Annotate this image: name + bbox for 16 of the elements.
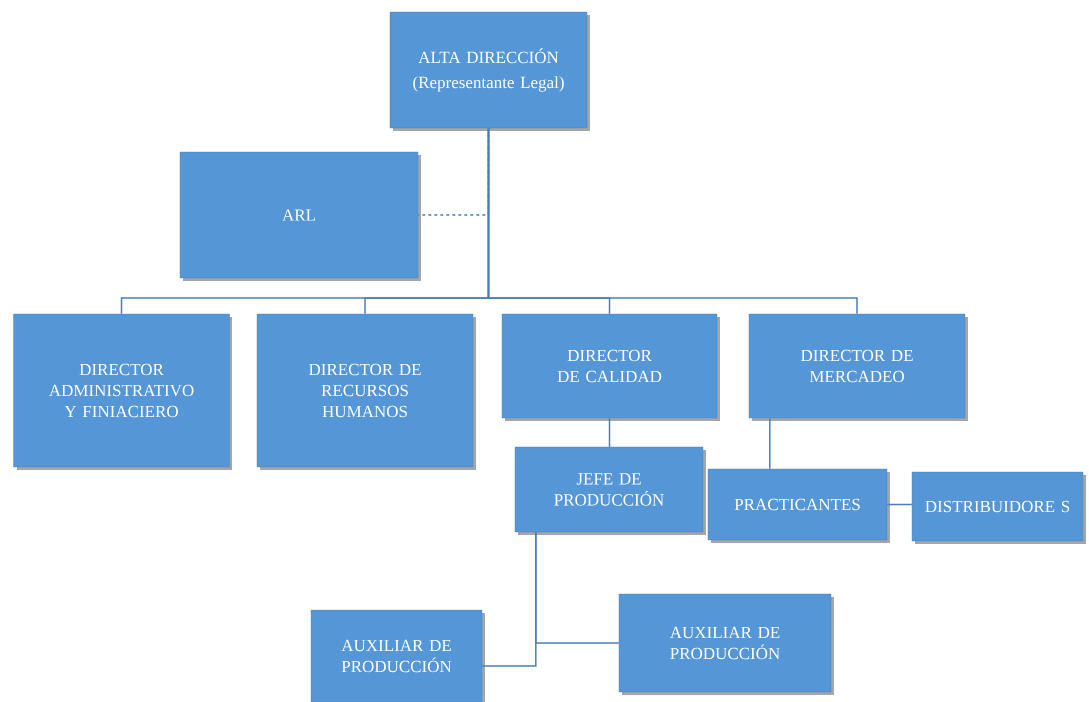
- org-box: AUXILIAR DE PRODUCCIÓN: [310, 609, 485, 702]
- org-box: PRACTICANTES: [707, 468, 890, 543]
- org-box: ALTA DIRECCIÓN (Representante Legal): [389, 11, 590, 131]
- connector-line: [535, 531, 620, 644]
- connector-line: [769, 417, 771, 470]
- org-box: AUXILIAR DE PRODUCCIÓN: [618, 593, 834, 695]
- org-box: DIRECTOR DE CALIDAD: [501, 313, 720, 421]
- org-box: DISTRIBUIDORE S: [911, 471, 1086, 544]
- connector-line: [487, 127, 858, 315]
- connector-line: [886, 503, 913, 506]
- org-box: DIRECTOR DE RECURSOS HUMANOS: [256, 313, 476, 470]
- org-box: ARL: [179, 151, 421, 281]
- org-box: JEFE DE PRODUCCIÓN: [514, 446, 706, 535]
- org-box: DIRECTOR ADMINISTRATIVO Y FINIACIERO: [13, 313, 232, 470]
- org-box: DIRECTOR DE MERCADEO: [748, 313, 968, 421]
- connector-line: [608, 417, 611, 448]
